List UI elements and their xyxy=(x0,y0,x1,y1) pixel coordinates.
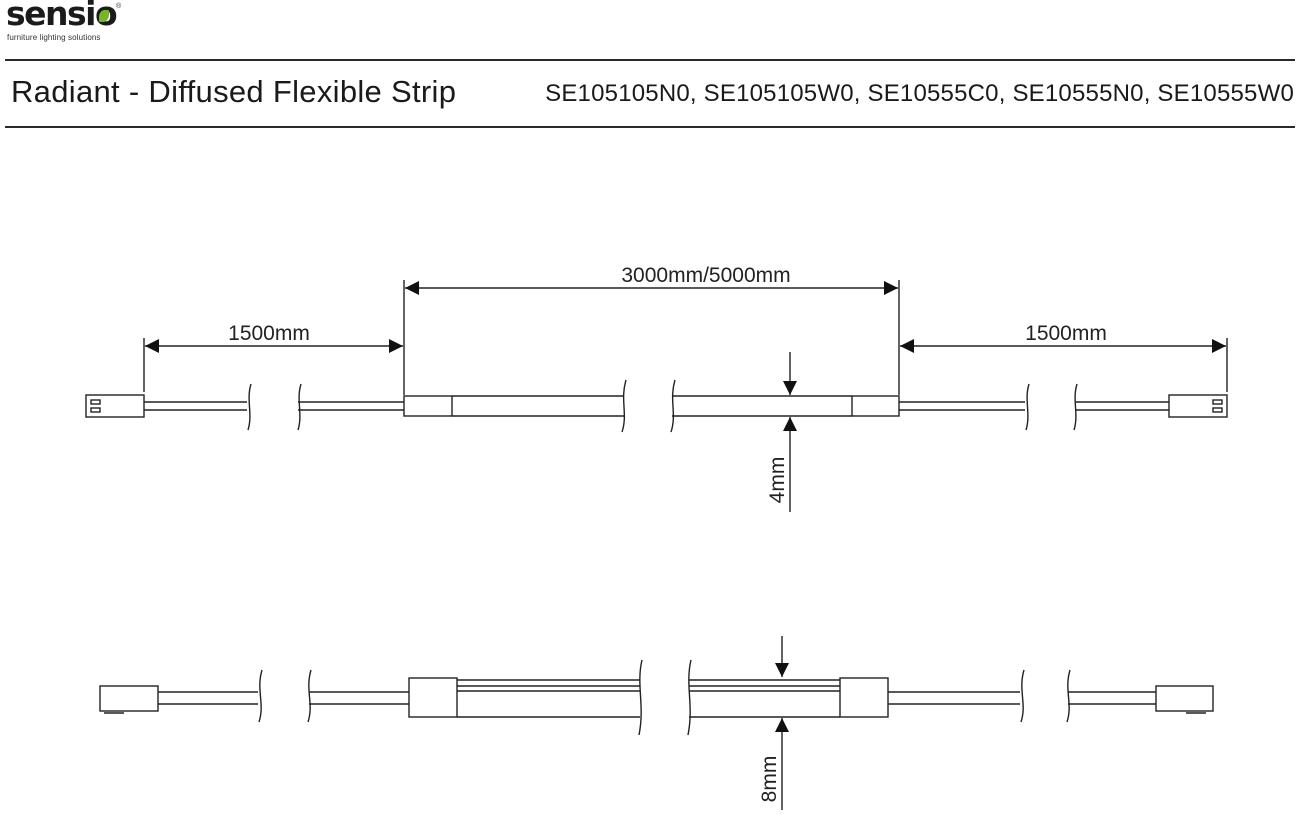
break-mark xyxy=(670,379,676,433)
break-mark xyxy=(258,669,263,723)
dim-label-top-height: 4mm xyxy=(766,457,789,504)
break-mark xyxy=(687,659,692,736)
break-mark xyxy=(307,669,312,723)
left-connector-side xyxy=(99,685,159,712)
header-bottom-rule xyxy=(5,126,1295,128)
connector-pin-icon xyxy=(90,399,101,405)
leaf-icon xyxy=(99,10,109,22)
connector-pin-icon xyxy=(1212,399,1223,405)
break-mark xyxy=(1025,383,1030,431)
dim-label-side-height: 8mm xyxy=(758,756,781,803)
strip-end-cap-left xyxy=(403,395,453,417)
break-mark xyxy=(1066,669,1071,723)
registered-mark: ® xyxy=(116,3,122,10)
break-mark xyxy=(247,383,252,431)
dim-label-left-lead: 1500mm xyxy=(228,322,310,345)
connector-pin-icon xyxy=(90,407,101,413)
break-mark xyxy=(297,383,302,431)
dim-label-strip-length: 3000mm/5000mm xyxy=(621,264,790,287)
connector-pin-icon xyxy=(1212,407,1223,413)
dim-label-right-lead: 1500mm xyxy=(1025,322,1107,345)
strip-end-cap-right-side xyxy=(839,677,889,718)
product-codes: SE105105N0, SE105105W0, SE10555C0, SE105… xyxy=(545,80,1294,107)
right-connector-plug xyxy=(1168,394,1228,418)
strip-end-cap-right xyxy=(851,395,900,417)
left-connector-plug xyxy=(85,394,145,418)
strip-end-cap-left-side xyxy=(408,677,458,718)
header-top-rule xyxy=(5,59,1295,61)
break-mark xyxy=(1073,383,1078,431)
page-title: Radiant - Diffused Flexible Strip xyxy=(11,74,457,109)
break-mark xyxy=(1020,669,1025,723)
break-mark xyxy=(638,659,643,736)
break-mark xyxy=(621,379,627,433)
right-connector-side xyxy=(1155,685,1214,712)
brand-tagline: furniture lighting solutions xyxy=(7,33,101,42)
